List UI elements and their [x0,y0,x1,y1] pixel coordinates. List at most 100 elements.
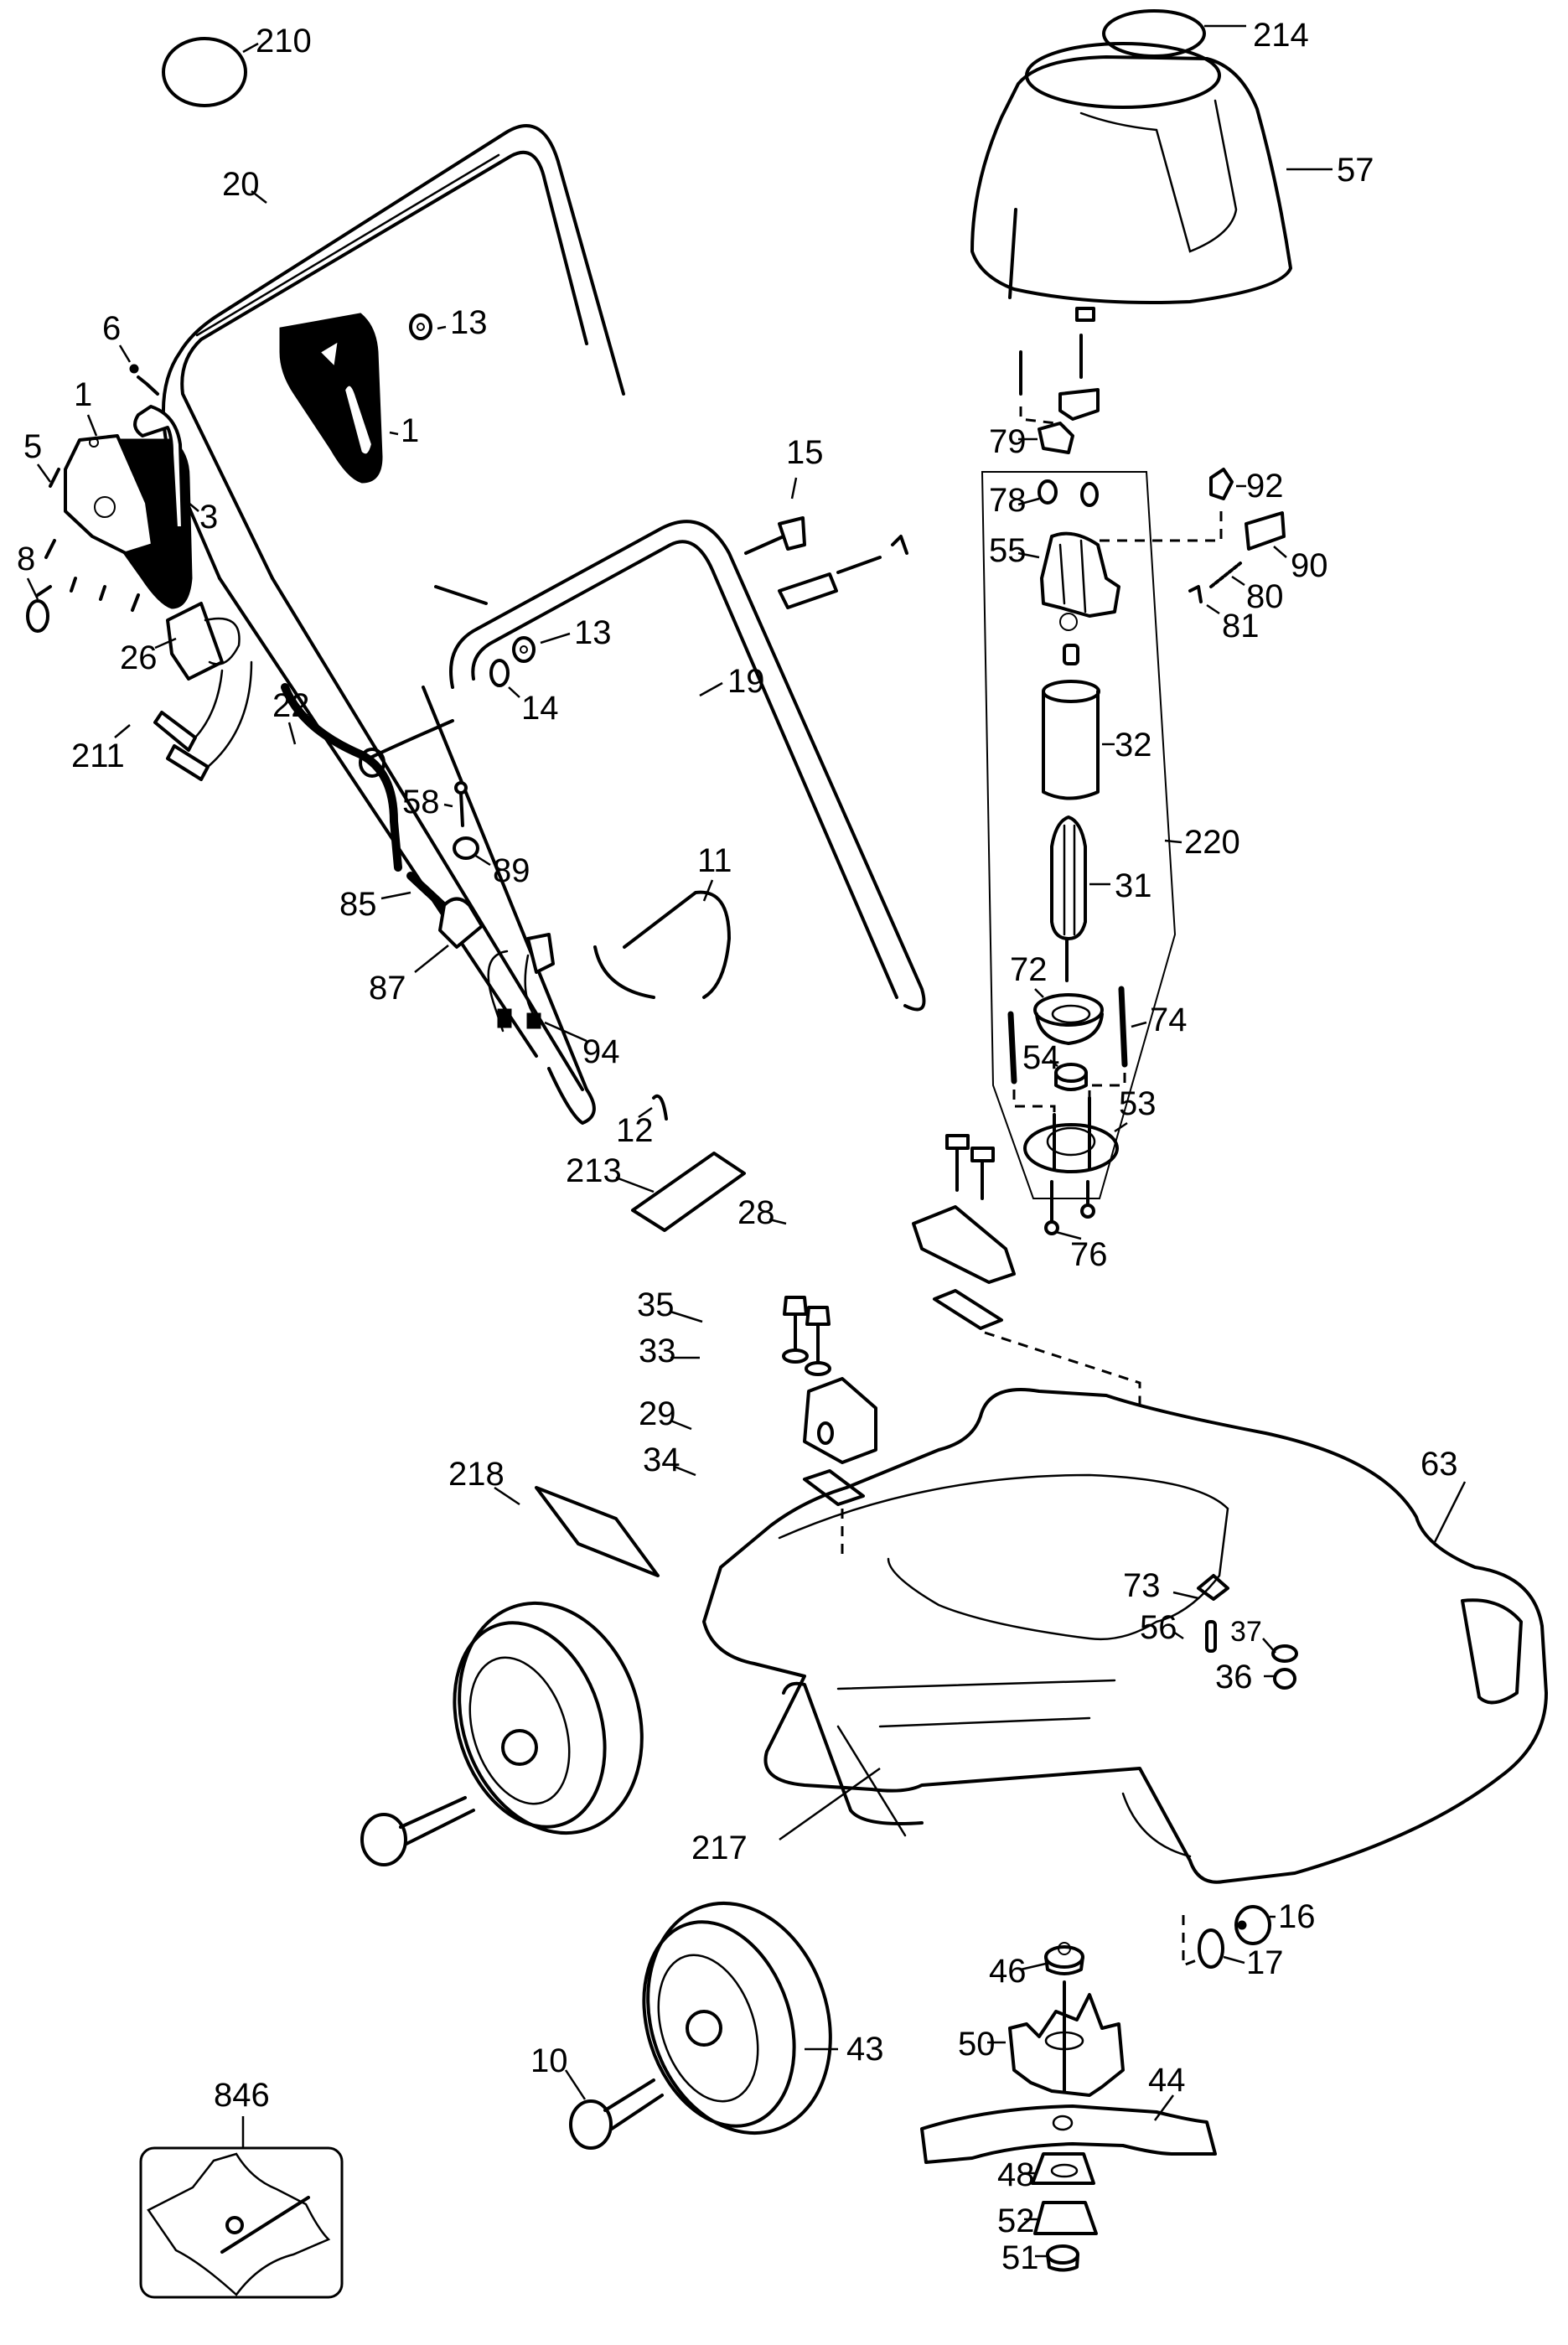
callout-19[interactable]: 19 [727,663,765,700]
part-220-motor-assembly-outline[interactable] [981,471,1177,1199]
callout-54[interactable]: 54 [1022,1039,1060,1076]
callout-1-left[interactable]: 1 [74,376,92,413]
part-211-terminal[interactable] [153,660,253,781]
callout-220[interactable]: 220 [1184,824,1240,861]
part-17-washer[interactable] [1198,1928,1224,1969]
callout-90[interactable]: 90 [1291,547,1328,584]
part-5-screw[interactable] [49,468,60,488]
part-32-field[interactable] [1042,680,1100,800]
callout-8[interactable]: 8 [17,541,35,577]
part-73-washer[interactable] [1197,1574,1229,1601]
part-80-spring[interactable] [1209,562,1242,588]
part-44-blade[interactable] [920,2104,1217,2164]
callout-80[interactable]: 80 [1246,578,1284,615]
callout-846[interactable]: 846 [214,2077,270,2114]
part-16-nut[interactable] [1234,1905,1271,1945]
part-46-spacer[interactable] [1044,1942,1084,1975]
callout-26[interactable]: 26 [120,639,158,676]
callout-78[interactable]: 78 [989,482,1027,519]
part-19-lower-handle[interactable] [218,520,926,1125]
part-214-top-label[interactable] [1102,9,1206,58]
callout-74[interactable]: 74 [1150,1002,1188,1038]
part-87-cable-clamp[interactable] [438,897,484,949]
part-3-switch-lever[interactable] [133,405,184,530]
part-1-switch-housing-left[interactable] [64,434,193,609]
callout-213[interactable]: 213 [566,1152,622,1189]
callout-51[interactable]: 51 [1001,2239,1039,2276]
callout-22[interactable]: 22 [272,687,310,724]
part-56-screw[interactable] [1205,1620,1217,1653]
part-50-fan[interactable] [1008,1980,1125,2097]
part-48-blade-adaptor[interactable] [1031,2152,1095,2185]
part-13-knob-nut-lower[interactable] [512,636,536,663]
part-37-lock-washer[interactable] [1271,1644,1298,1663]
part-63-deck[interactable] [702,1388,1548,1884]
part-43-wheel[interactable] [619,1879,860,2156]
callout-79[interactable]: 79 [989,423,1027,460]
callout-58[interactable]: 58 [402,784,440,820]
part-92-brush-cap[interactable] [1209,468,1234,500]
callout-32[interactable]: 32 [1115,727,1152,764]
callout-17[interactable]: 17 [1246,1944,1284,1981]
callout-14[interactable]: 14 [521,690,559,727]
callout-37[interactable]: 37 [1230,1616,1262,1648]
part-78-bushing[interactable] [1038,479,1099,507]
callout-46[interactable]: 46 [989,1953,1027,1990]
part-33-washer[interactable] [782,1349,831,1376]
part-8-screw[interactable] [26,539,140,633]
part-11-cable-hook[interactable] [593,890,731,999]
callout-1-right[interactable]: 1 [401,412,419,449]
part-79-cord-clip[interactable] [1019,334,1100,454]
part-210-label-disc[interactable] [162,37,247,107]
callout-57[interactable]: 57 [1337,152,1374,189]
callout-6[interactable]: 6 [102,310,121,347]
part-36-nut[interactable] [1273,1668,1296,1690]
callout-217[interactable]: 217 [691,1830,748,1866]
part-90-carbon-brush[interactable] [1245,511,1286,551]
part-58-screw[interactable] [454,781,468,827]
callout-29[interactable]: 29 [639,1395,676,1432]
callout-55[interactable]: 55 [989,532,1027,569]
callout-73[interactable]: 73 [1123,1567,1161,1604]
part-55-brush-holder[interactable] [1040,531,1120,665]
callout-13-upper[interactable]: 13 [450,304,488,341]
callout-31[interactable]: 31 [1115,867,1152,904]
part-51-blade-nut[interactable] [1046,2244,1079,2272]
part-76-screw[interactable] [1044,1180,1095,1235]
callout-76[interactable]: 76 [1070,1236,1108,1273]
part-57-motor-cover[interactable] [970,42,1292,322]
callout-89[interactable]: 89 [493,852,530,889]
part-53-motor-flange[interactable] [1023,1096,1119,1173]
callout-53[interactable]: 53 [1119,1085,1157,1122]
part-89-clamp[interactable] [453,836,479,860]
callout-56[interactable]: 56 [1140,1609,1177,1646]
part-13-knob-nut-upper[interactable] [409,313,432,340]
callout-214[interactable]: 214 [1253,17,1309,54]
callout-20[interactable]: 20 [222,166,260,203]
callout-43[interactable]: 43 [846,2031,884,2068]
part-12-clip[interactable] [652,1094,668,1121]
callout-211[interactable]: 211 [71,738,125,774]
part-15-screw[interactable] [744,516,806,555]
part-31-armature[interactable] [1050,815,1087,982]
callout-81[interactable]: 81 [1222,608,1260,644]
callout-50[interactable]: 50 [958,2026,996,2063]
part-213-label-plate[interactable] [631,1152,746,1232]
callout-34[interactable]: 34 [643,1442,681,1478]
callout-85[interactable]: 85 [339,886,377,923]
part-54-bearing[interactable] [1054,1063,1088,1091]
callout-72[interactable]: 72 [1010,951,1048,988]
part-26-switch[interactable] [166,585,241,681]
part-85-cable[interactable] [281,683,474,934]
part-72-bearing-housing[interactable] [1033,993,1104,1045]
callout-94[interactable]: 94 [582,1033,620,1070]
callout-5[interactable]: 5 [23,428,42,465]
callout-63[interactable]: 63 [1421,1446,1458,1483]
callout-13-lower[interactable]: 13 [574,614,612,651]
callout-16[interactable]: 16 [1278,1898,1316,1935]
callout-10[interactable]: 10 [530,2042,568,2079]
part-81-screw[interactable] [1188,585,1203,603]
wheel-bolt-rear[interactable] [360,1796,475,1866]
part-14-washer[interactable] [489,659,510,687]
part-94-connector[interactable] [487,933,555,1033]
